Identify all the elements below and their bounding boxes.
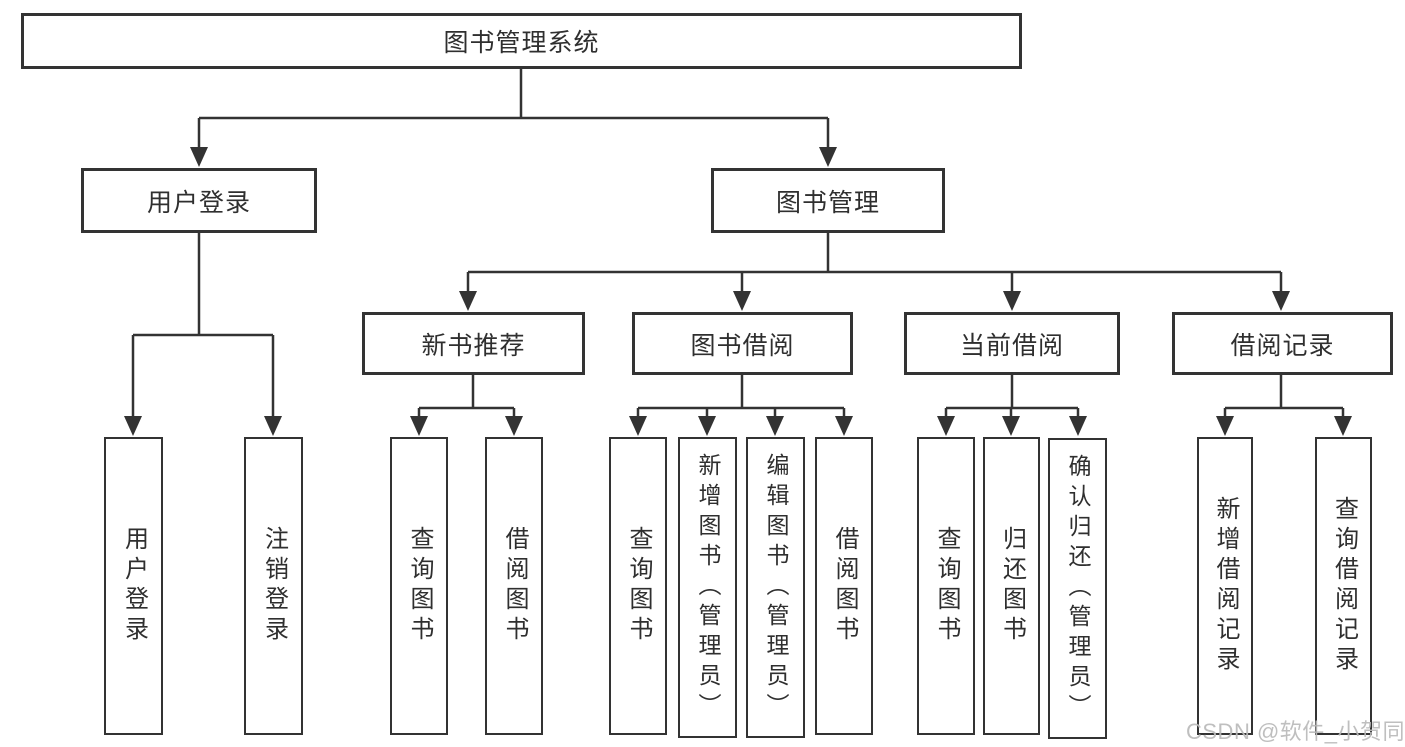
node-borrow-books-1: 借阅图书 [485, 437, 543, 735]
node-add-borrow-record-label: 新增借阅记录 [1212, 496, 1239, 676]
arrowhead-icon [1216, 416, 1234, 436]
arrowhead-icon [1069, 416, 1087, 436]
node-login-label: 用户登录 [120, 526, 148, 646]
node-logout: 注销登录 [244, 437, 303, 735]
node-edit-books-admin-label: 编辑图书（管理员） [763, 452, 789, 723]
arrowhead-icon [124, 416, 142, 436]
connector-book-borrowing [636, 375, 846, 420]
node-query-books-3-label: 查询图书 [933, 526, 960, 646]
node-borrow-books-1-label: 借阅图书 [501, 526, 528, 646]
node-borrowing-records: 借阅记录 [1172, 312, 1393, 375]
connector-new-book-recommend [417, 375, 516, 420]
arrowhead-icon [1002, 416, 1020, 436]
connector-root [197, 69, 830, 150]
node-borrow-books-2: 借阅图书 [815, 437, 873, 735]
node-add-books-admin-label: 新增图书（管理员） [695, 452, 721, 723]
arrowheads [124, 147, 1352, 436]
node-return-books-label: 归还图书 [998, 526, 1026, 646]
arrowhead-icon [459, 291, 477, 311]
node-query-books-1-label: 查询图书 [406, 526, 433, 646]
arrowhead-icon [264, 416, 282, 436]
arrowhead-icon [1334, 416, 1352, 436]
node-edit-books-admin: 编辑图书（管理员） [746, 437, 805, 738]
arrowhead-icon [505, 416, 523, 436]
node-confirm-return-admin-label: 确认归还（管理员） [1065, 453, 1091, 724]
arrowhead-icon [190, 147, 208, 167]
node-add-borrow-record: 新增借阅记录 [1197, 437, 1253, 735]
node-book-management: 图书管理 [711, 168, 945, 233]
arrowhead-icon [937, 416, 955, 436]
node-return-books: 归还图书 [983, 437, 1040, 735]
arrowhead-icon [410, 416, 428, 436]
node-root: 图书管理系统 [21, 13, 1022, 69]
node-logout-label: 注销登录 [260, 526, 288, 646]
arrowhead-icon [733, 291, 751, 311]
node-new-book-recommend: 新书推荐 [362, 312, 585, 375]
connector-borrowing-records [1223, 375, 1345, 420]
node-query-books-2: 查询图书 [609, 437, 667, 735]
connector-book-management [466, 233, 1283, 294]
node-query-books-3: 查询图书 [917, 437, 975, 735]
arrowhead-icon [835, 416, 853, 436]
connector-user-login [131, 233, 275, 420]
arrowhead-icon [766, 416, 784, 436]
node-confirm-return-admin: 确认归还（管理员） [1048, 438, 1107, 739]
node-login: 用户登录 [104, 437, 163, 735]
csdn-watermark: CSDN @软件_小贺同学 [1186, 719, 1405, 744]
node-query-borrow-record: 查询借阅记录 [1315, 437, 1372, 735]
node-query-borrow-record-label: 查询借阅记录 [1330, 496, 1358, 676]
connector-current-borrowing [944, 375, 1080, 420]
node-user-login: 用户登录 [81, 168, 317, 233]
node-current-borrowing: 当前借阅 [904, 312, 1120, 375]
node-query-books-2-label: 查询图书 [625, 526, 652, 646]
arrowhead-icon [1003, 291, 1021, 311]
arrowhead-icon [819, 147, 837, 167]
node-book-borrowing: 图书借阅 [632, 312, 853, 375]
node-query-books-1: 查询图书 [390, 437, 448, 735]
arrowhead-icon [629, 416, 647, 436]
arrowhead-icon [1272, 291, 1290, 311]
arrowhead-icon [698, 416, 716, 436]
node-add-books-admin: 新增图书（管理员） [678, 437, 737, 738]
node-borrow-books-2-label: 借阅图书 [831, 526, 858, 646]
